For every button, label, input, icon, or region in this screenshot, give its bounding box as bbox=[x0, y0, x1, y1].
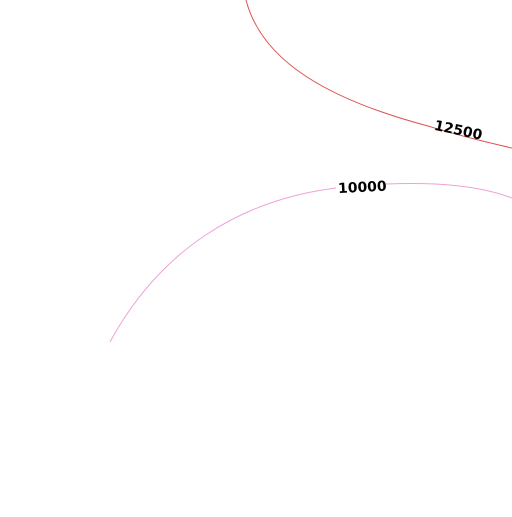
contour-line-12500 bbox=[245, 0, 512, 149]
contour-label-12500: 12500 bbox=[433, 118, 484, 144]
contour-line-10000 bbox=[109, 183, 512, 343]
contour-label-10000: 10000 bbox=[338, 179, 388, 198]
